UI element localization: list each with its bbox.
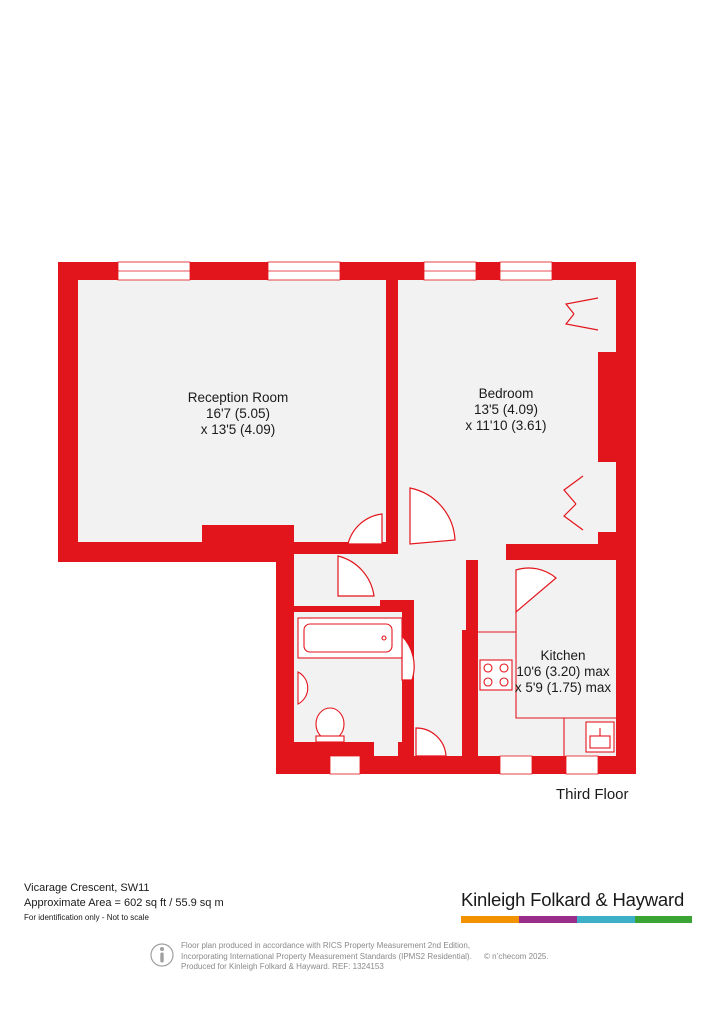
room-dimension: 13'5 (4.09) bbox=[474, 402, 538, 417]
kitchen-door bbox=[515, 567, 557, 614]
bedroom-wardrobe-floor bbox=[598, 280, 616, 352]
room-dimension: 16'7 (5.05) bbox=[206, 406, 270, 421]
brand-bar-purple bbox=[519, 916, 577, 923]
brand-bar-teal bbox=[577, 916, 635, 923]
worktop-line bbox=[515, 612, 616, 719]
brand-name: Kinleigh Folkard & Hayward bbox=[461, 889, 685, 910]
property-address: Vicarage Crescent, SW11 bbox=[24, 882, 150, 894]
room-dimension: 10'6 (3.20) max bbox=[516, 664, 610, 679]
hob bbox=[479, 659, 513, 691]
toilet bbox=[315, 707, 345, 741]
entrance-cupboard-floor bbox=[374, 718, 398, 756]
window bbox=[499, 755, 533, 775]
entrance-door bbox=[415, 727, 447, 757]
legal-line: Floor plan produced in accordance with R… bbox=[181, 941, 471, 950]
room-dimension: x 13'5 (4.09) bbox=[201, 422, 276, 437]
hall-cupboard-door bbox=[337, 555, 375, 597]
doors bbox=[337, 297, 599, 757]
brand-bar-orange bbox=[461, 916, 519, 923]
hall-cupboard-floor bbox=[294, 554, 338, 606]
room-name: Kitchen bbox=[540, 648, 585, 663]
bedroom-door bbox=[409, 487, 456, 545]
bathroom-door bbox=[401, 634, 415, 681]
room-labels: Reception Room 16'7 (5.05) x 13'5 (4.09)… bbox=[188, 386, 612, 695]
scale-note: For identification only - Not to scale bbox=[24, 913, 149, 922]
window bbox=[329, 755, 361, 775]
legal-line: Produced for Kinleigh Folkard & Hayward.… bbox=[181, 962, 384, 971]
wardrobe-door bbox=[564, 297, 599, 331]
ipms-info-icon bbox=[150, 943, 174, 967]
fixtures bbox=[297, 612, 616, 756]
brand-bar-green bbox=[635, 916, 692, 923]
legal-line: Incorporating International Property Mea… bbox=[181, 951, 472, 961]
basin bbox=[297, 671, 309, 705]
room-dimension: x 11'10 (3.61) bbox=[465, 418, 546, 433]
bedroom-cupboard-floor bbox=[583, 462, 616, 532]
reception-door bbox=[347, 513, 383, 545]
room-name: Reception Room bbox=[188, 390, 289, 405]
window bbox=[565, 755, 599, 775]
room-name: Bedroom bbox=[479, 386, 534, 401]
room-floors bbox=[78, 280, 616, 756]
property-area: Approximate Area = 602 sq ft / 55.9 sq m bbox=[24, 897, 224, 909]
windows bbox=[117, 261, 599, 775]
floor-label: Third Floor bbox=[556, 786, 629, 803]
copyright: © n’checom 2025. bbox=[484, 951, 549, 961]
reception-room-floor bbox=[78, 280, 386, 542]
room-dimension: x 5'9 (1.75) max bbox=[515, 680, 612, 695]
legal-text: Floor plan produced in accordance with R… bbox=[181, 941, 581, 973]
cupboard-door bbox=[563, 475, 584, 531]
